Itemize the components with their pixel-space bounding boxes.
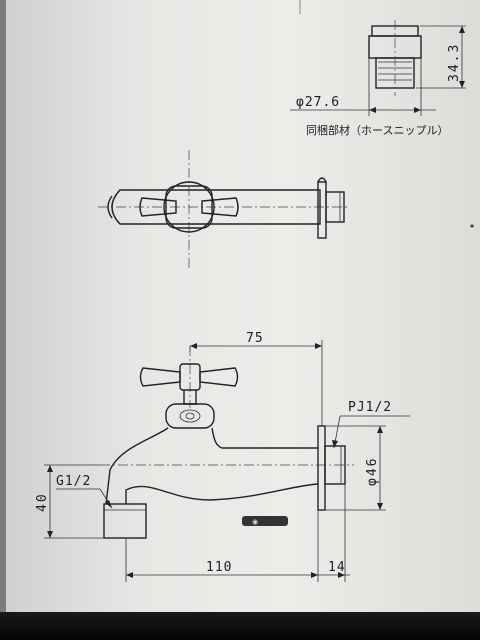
dim-46 (326, 425, 386, 511)
thread-label: PJ1/2 (348, 400, 392, 415)
dim-14 (318, 484, 350, 582)
nipple-height-label: 34.3 (447, 43, 462, 82)
corner-mark (470, 224, 474, 228)
nipple-diameter-label: φ27.6 (296, 95, 340, 110)
length-110-label: 110 (206, 560, 232, 575)
flange-diameter-label: φ46 (365, 457, 380, 486)
screen-edge (0, 0, 6, 640)
hose-nipple-view (290, 20, 466, 116)
logo-mark: ◉ (252, 518, 258, 526)
flange-14-label: 14 (328, 560, 346, 575)
thread-leader (332, 415, 410, 449)
side-view: ◉ (100, 346, 354, 539)
dim-40 (44, 464, 104, 539)
height-40-label: 40 (35, 492, 50, 512)
inlet-thread-label: G1/2 (56, 474, 91, 489)
monitor-bezel (0, 612, 480, 640)
inlet-leader (56, 488, 113, 509)
nipple-caption: 同梱部材（ホースニップル） (306, 123, 448, 137)
width-75-label: 75 (246, 331, 264, 346)
top-view (98, 150, 350, 268)
dim-75 (189, 340, 323, 426)
dim-110 (125, 510, 319, 582)
